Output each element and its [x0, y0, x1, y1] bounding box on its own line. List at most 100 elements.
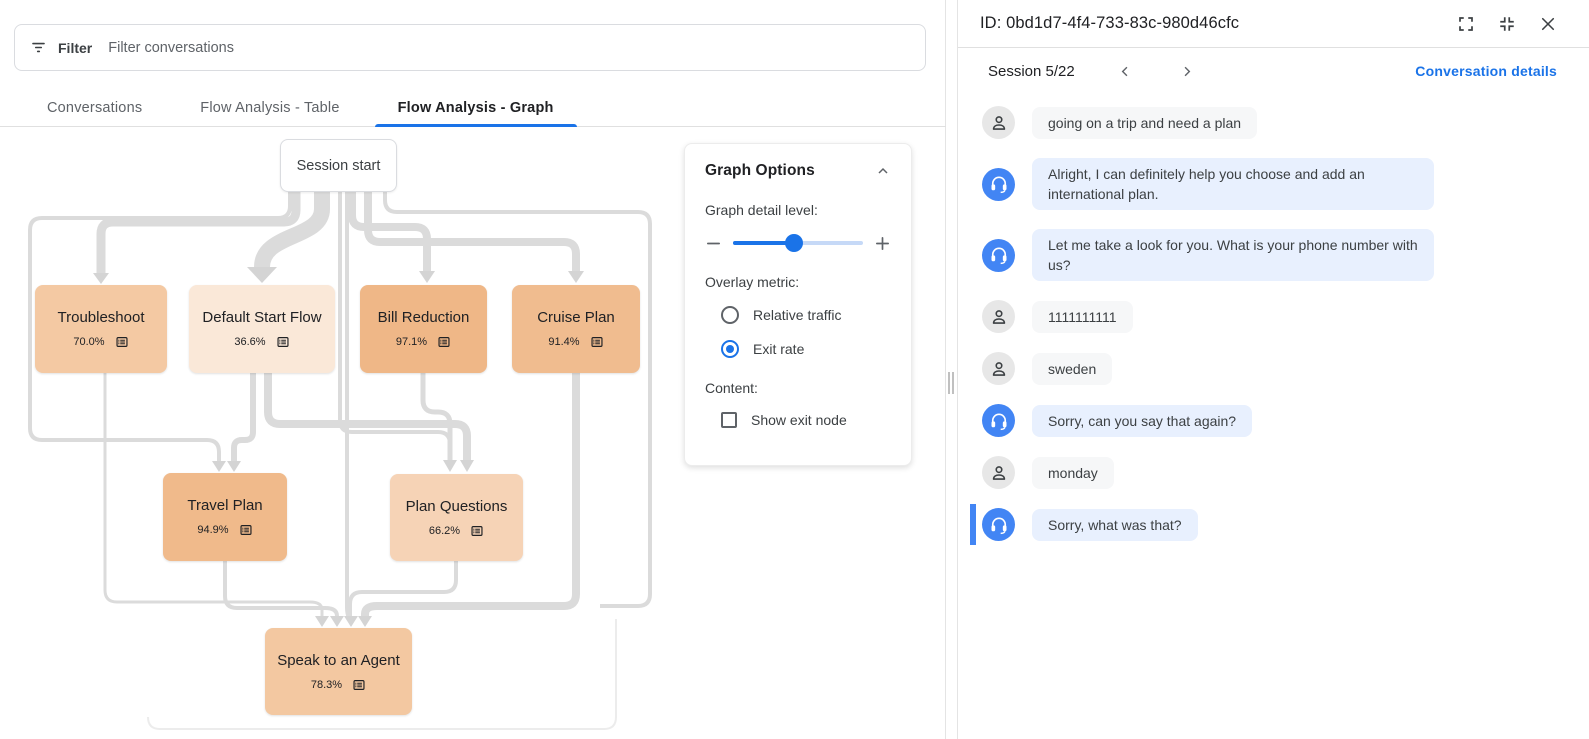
flow-node-exit-rate: 78.3% [310, 678, 343, 691]
user-avatar [982, 456, 1015, 489]
content-label: Content: [705, 380, 758, 396]
person-icon [992, 309, 1005, 324]
radio-exit-rate-label: Exit rate [753, 341, 805, 357]
list-alt-icon[interactable] [437, 335, 451, 349]
message-row-user: sweden [982, 352, 1565, 385]
list-alt-icon[interactable] [470, 524, 484, 538]
checkbox-icon[interactable] [721, 412, 737, 428]
splitter-drag-handle-icon[interactable] [948, 372, 954, 394]
close-panel-button[interactable] [1539, 15, 1557, 33]
message-bubble[interactable]: Let me take a look for you. What is your… [1032, 229, 1434, 281]
flow-node-exit-rate: 36.6% [234, 336, 266, 348]
message-row-user: monday [982, 456, 1565, 489]
flow-node-travel-plan[interactable]: Travel Plan 94.9% [163, 473, 287, 561]
agent-avatar [982, 404, 1015, 437]
conversation-id-title: ID: 0bd1d7-4f4-733-83c-980d46cfc [980, 14, 1240, 32]
panel-splitter[interactable] [946, 0, 957, 739]
message-row-agent: Let me take a look for you. What is your… [982, 229, 1565, 281]
selected-message-indicator [970, 504, 976, 545]
flow-node-session-start[interactable]: Session start [280, 139, 397, 192]
message-bubble[interactable]: sweden [1032, 352, 1113, 385]
message-bubble[interactable]: 1111111111 [1032, 300, 1133, 333]
next-session-button[interactable] [1178, 63, 1195, 80]
message-bubble[interactable]: monday [1032, 456, 1114, 489]
tab-flow-analysis-graph[interactable]: Flow Analysis - Graph [374, 89, 577, 127]
message-bubble[interactable]: Sorry, can you say that again? [1032, 404, 1253, 437]
headset-icon [991, 176, 1006, 194]
collapse-chevron-up-icon[interactable] [875, 163, 891, 179]
zoom-in-plus-button[interactable] [874, 235, 891, 252]
list-alt-icon[interactable] [239, 523, 253, 537]
fullscreen-icon [1459, 16, 1473, 31]
agent-avatar [982, 167, 1015, 201]
message-row-user: 1111111111 [982, 300, 1565, 333]
flow-node-label: Cruise Plan [537, 309, 615, 326]
message-bubble[interactable]: Sorry, what was that? [1032, 508, 1198, 541]
message-row-user: going on a trip and need a plan [982, 106, 1565, 139]
message-bubble[interactable]: Alright, I can definitely help you choos… [1032, 158, 1434, 210]
analysis-panel: Filter Filter conversations Conversation… [0, 0, 946, 739]
conversation-detail-panel: ID: 0bd1d7-4f4-733-83c-980d46cfc [957, 0, 1589, 739]
graph-detail-level-label: Graph detail level: [705, 202, 818, 218]
detail-level-slider[interactable] [733, 234, 863, 252]
user-avatar [982, 352, 1015, 385]
flow-node-troubleshoot[interactable]: Troubleshoot 70.0% [35, 285, 167, 373]
radio-circle-checked-icon[interactable] [721, 340, 739, 358]
flow-node-default-start-flow[interactable]: Default Start Flow 36.6% [189, 285, 335, 373]
zoom-out-minus-button[interactable] [705, 235, 722, 252]
slider-thumb[interactable] [785, 234, 804, 252]
person-icon [992, 361, 1005, 376]
flow-node-label: Speak to an Agent [277, 651, 400, 669]
exit-fullscreen-button[interactable] [1498, 15, 1516, 33]
detail-panel-header: ID: 0bd1d7-4f4-733-83c-980d46cfc [958, 0, 1589, 48]
chevron-left-icon [1121, 66, 1128, 76]
flow-node-plan-questions[interactable]: Plan Questions 66.2% [390, 474, 523, 561]
radio-exit-rate[interactable]: Exit rate [721, 340, 891, 358]
headset-icon [991, 517, 1006, 534]
user-avatar [982, 106, 1015, 139]
radio-relative-traffic[interactable]: Relative traffic [721, 306, 891, 324]
agent-avatar [982, 508, 1015, 541]
filter-icon [32, 42, 45, 53]
radio-circle-icon[interactable] [721, 306, 739, 324]
person-icon [992, 115, 1005, 130]
fullscreen-exit-icon [1500, 16, 1514, 31]
graph-options-title: Graph Options [705, 162, 815, 179]
session-counter: Session 5/22 [988, 62, 1075, 80]
checkbox-show-exit-node[interactable]: Show exit node [721, 412, 891, 428]
message-bubble[interactable]: going on a trip and need a plan [1032, 106, 1258, 139]
flow-node-exit-rate: 94.9% [197, 524, 229, 536]
session-nav-row: Session 5/22 Conversation details [958, 48, 1589, 94]
overlay-metric-label: Overlay metric: [705, 274, 800, 290]
list-alt-icon[interactable] [590, 335, 604, 349]
chevron-right-icon [1184, 66, 1191, 76]
flow-edges [28, 192, 652, 730]
list-alt-icon[interactable] [352, 678, 366, 692]
flow-node-exit-rate: 66.2% [428, 524, 461, 537]
previous-session-button[interactable] [1117, 63, 1134, 80]
flow-node-speak-to-an-agent[interactable]: Speak to an Agent 78.3% [265, 628, 412, 715]
filter-input[interactable]: Filter conversations [108, 39, 234, 56]
flow-node-cruise-plan[interactable]: Cruise Plan 91.4% [512, 285, 640, 373]
headset-icon [991, 247, 1006, 265]
graph-options-panel: Graph Options Graph detail level: [684, 143, 912, 466]
tab-flow-analysis-table[interactable]: Flow Analysis - Table [200, 99, 340, 116]
flow-node-exit-rate: 70.0% [73, 336, 105, 348]
tab-bar: Conversations Flow Analysis - Table Flow… [0, 89, 946, 127]
headset-icon [991, 413, 1006, 430]
flow-node-label: Travel Plan [187, 497, 263, 514]
message-row-agent: Alright, I can definitely help you choos… [982, 158, 1565, 210]
tab-conversations[interactable]: Conversations [47, 99, 143, 116]
filter-bar[interactable]: Filter Filter conversations [14, 24, 926, 71]
conversation-details-link[interactable]: Conversation details [1415, 63, 1557, 79]
list-alt-icon[interactable] [115, 335, 129, 349]
flow-node-bill-reduction[interactable]: Bill Reduction 97.1% [360, 285, 487, 373]
list-alt-icon[interactable] [276, 335, 290, 349]
flow-node-label: Bill Reduction [377, 309, 470, 326]
radio-relative-traffic-label: Relative traffic [753, 307, 842, 323]
agent-avatar [982, 238, 1015, 272]
fullscreen-button[interactable] [1457, 15, 1475, 33]
message-list: going on a trip and need a plan Alright,… [958, 94, 1589, 545]
flow-graph-canvas[interactable]: Session start Troubleshoot 70.0% Default… [0, 127, 946, 739]
